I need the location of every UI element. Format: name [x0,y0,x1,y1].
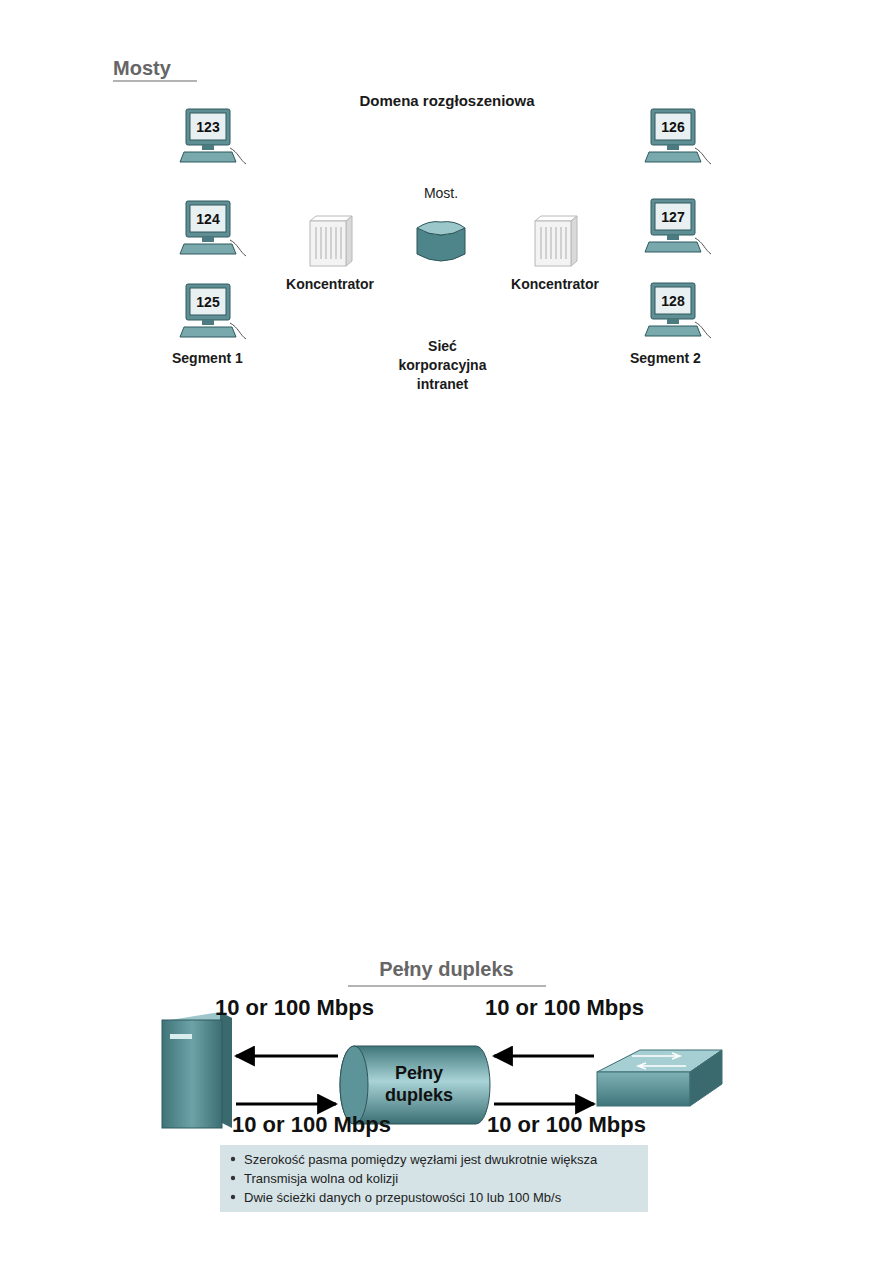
data-arrow [494,1103,594,1106]
computer-icon: 124 [180,200,240,258]
computer-number: 126 [661,119,684,135]
diagram-label-holder: 10 or 100 Mbps [485,995,644,1021]
node-outline [180,108,240,166]
diagram-label-holder: 10 or 100 Mbps [215,995,374,1021]
segment-label: Segment 1 [172,350,243,366]
computer-number: 127 [661,209,684,225]
switch-icon [597,1050,722,1106]
network-link [352,240,415,242]
broadcast-domain: Domena rozgłoszeniowaSegment 1 123 124 125 K… [107,35,787,465]
computer-number: 125 [196,294,219,310]
bridge-label-holder: Most. [385,184,497,202]
node-outline [645,108,705,166]
data-arrow [236,1103,336,1106]
bullet-dot [230,1194,236,1200]
intranet-cloud: Sieć korporacyjna intranet [355,318,530,413]
note-row: Transmisja wolna od kolizji [230,1169,640,1187]
title-underline [113,80,197,82]
bullet-dot [230,1175,236,1181]
computer-number: 124 [196,211,219,227]
computer-number-holder: 126 [655,113,691,140]
node-outline [180,200,240,258]
segment-label-holder: Segment 1 [172,349,243,367]
note-row: Dwie ścieżki danych o przepustowości 10 … [230,1188,640,1206]
hub-icon: Koncentrator [533,215,577,267]
note-text: Szerokość pasma pomiędzy węzłami jest dw… [244,1152,597,1167]
computer-number-holder: 127 [655,203,691,230]
hub-label-holder: Koncentrator [485,275,625,293]
diagram-label: Pełny dupleks [379,958,514,980]
cloud-label-holder: Sieć korporacyjna intranet [385,336,501,394]
network-link [467,240,533,242]
computer-number: 128 [661,293,684,309]
computer-icon: 128 [645,282,705,340]
diagram-label-holder: 10 or 100 Mbps [487,1112,646,1138]
diagram-label: 10 or 100 Mbps [232,1112,391,1137]
node-outline [645,282,705,340]
computer-icon: 123 [180,108,240,166]
computer-icon: 125 [180,283,240,341]
hub-label: Koncentrator [511,276,599,292]
domain-label-holder: Domena rozgłoszeniowa [107,92,787,110]
diagram-label: 10 or 100 Mbps [485,995,644,1020]
segment-label-holder: Segment 2 [630,349,701,367]
bridge-icon: Most. [415,220,467,262]
network-link [577,163,645,222]
diagram-label: 10 or 100 Mbps [487,1112,646,1137]
computer-icon: 127 [645,198,705,256]
node-outline [180,283,240,341]
segment-area: Segment 2Koncentrator126127128 [460,118,785,350]
node-outline [645,198,705,256]
node-outline [415,220,467,262]
node-outline [533,215,577,267]
hub-label-holder: Koncentrator [260,275,400,293]
diagram-label-holder: Pełny dupleks [0,958,893,981]
diagram-label: 10 or 100 Mbps [215,995,374,1020]
bridge-label: Most. [424,185,458,201]
note-list: Szerokość pasma pomiędzy węzłami jest dw… [230,1150,640,1207]
note-box: Szerokość pasma pomiędzy węzłami jest dw… [220,1145,648,1212]
computer-number: 123 [196,119,219,135]
hub-icon: Koncentrator [308,215,352,267]
computer-number-holder: 124 [190,205,226,232]
computer-number-holder: 125 [190,288,226,315]
network-link [240,232,308,239]
node-outline [308,215,352,267]
data-arrow [236,1055,338,1058]
network-link [240,163,308,222]
domain-label: Domena rozgłoszeniowa [359,92,534,109]
bullet-dot [230,1156,236,1162]
data-arrow [494,1055,594,1058]
diagram-title: Mosty [113,57,171,79]
note-text: Dwie ścieżki danych o przepustowości 10 … [244,1190,561,1205]
network-link [577,254,645,294]
network-link [440,262,443,318]
server-icon [162,1012,232,1128]
title-underline [348,985,546,987]
computer-icon: 126 [645,108,705,166]
segment-label: Segment 2 [630,350,701,366]
computer-number-holder: 123 [190,113,226,140]
cloud-label: Sieć korporacyjna intranet [399,338,487,392]
network-link [577,231,645,239]
note-row: Szerokość pasma pomiędzy węzłami jest dw… [230,1150,640,1168]
node-outline [460,118,785,350]
network-link [240,254,308,294]
diagram-label-holder: 10 or 100 Mbps [232,1112,391,1138]
diagram-title-holder: Mosty [113,57,171,80]
note-text: Transmisja wolna od kolizji [244,1171,398,1186]
computer-number-holder: 128 [655,287,691,314]
hub-label: Koncentrator [286,276,374,292]
pipe-label: Pełny dupleks [368,1063,470,1106]
